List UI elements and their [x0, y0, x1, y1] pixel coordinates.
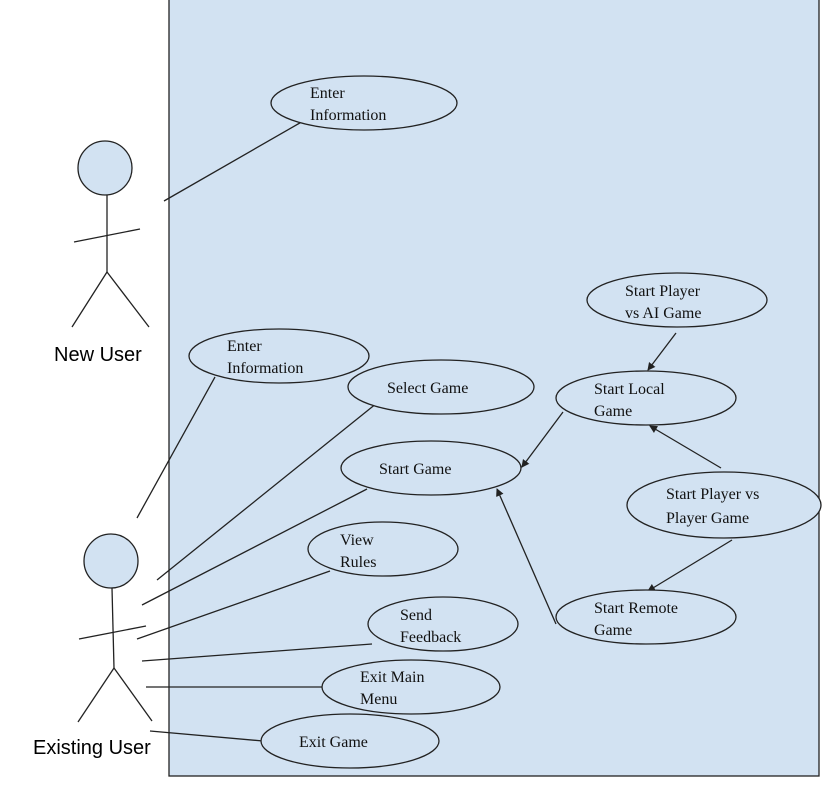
use-case-label: Enter	[310, 85, 345, 102]
use-case-select-game: Select Game	[347, 359, 535, 415]
relation-arrow	[649, 425, 722, 469]
association-line	[141, 488, 368, 606]
actor-label: New User	[54, 344, 142, 366]
actor-new-user: New User	[54, 140, 150, 366]
actor-label: Existing User	[33, 737, 151, 759]
use-case-label: Send	[400, 607, 432, 624]
use-case-label: Game	[594, 403, 632, 420]
use-case-label: Start Game	[379, 461, 451, 478]
association-line	[136, 376, 216, 519]
use-case-label: Enter	[227, 338, 262, 355]
use-case-label: View	[340, 532, 374, 549]
svg-text:Start Game: Start Game	[379, 461, 451, 478]
use-case-label: Exit Game	[299, 734, 368, 751]
actor-head	[83, 533, 139, 589]
use-case-start-pvp-game: Start Player vs Player Game	[626, 471, 822, 539]
association-line	[156, 402, 378, 581]
use-case-label: Information	[227, 360, 303, 377]
use-case-label: Player Game	[666, 510, 749, 527]
use-case-label: Select Game	[387, 380, 468, 397]
use-case-label: Start Remote	[594, 600, 678, 617]
use-case-exit-game: Exit Game	[260, 713, 440, 769]
use-case-label: Exit Main	[360, 669, 424, 686]
use-case-label: Game	[594, 622, 632, 639]
use-case-label: Menu	[360, 691, 397, 708]
use-case-label: Start Player	[625, 283, 701, 300]
use-case-label: Rules	[340, 554, 376, 571]
use-case-label: Information	[310, 107, 386, 124]
relation-arrow	[647, 539, 733, 592]
use-case-label: Feedback	[400, 629, 461, 646]
association-line	[149, 730, 264, 742]
use-case-label: Start Player vs	[666, 486, 759, 503]
svg-text:Select Game: Select Game	[387, 380, 468, 397]
association-line	[163, 119, 306, 202]
use-case-start-pvai-game: Start Player vs AI Game	[586, 272, 768, 328]
relation-arrow	[521, 411, 564, 468]
association-line	[141, 643, 373, 662]
relation-arrow	[496, 488, 557, 625]
svg-text:Exit Game: Exit Game	[299, 734, 368, 751]
use-case-label: Start Local	[594, 381, 665, 398]
relation-arrow	[647, 332, 677, 371]
actor-existing-user: Existing User	[33, 533, 153, 759]
use-case-label: vs AI Game	[625, 305, 701, 322]
actor-head	[77, 140, 133, 196]
association-line	[136, 570, 331, 640]
use-case-start-game: Start Game	[340, 440, 522, 496]
